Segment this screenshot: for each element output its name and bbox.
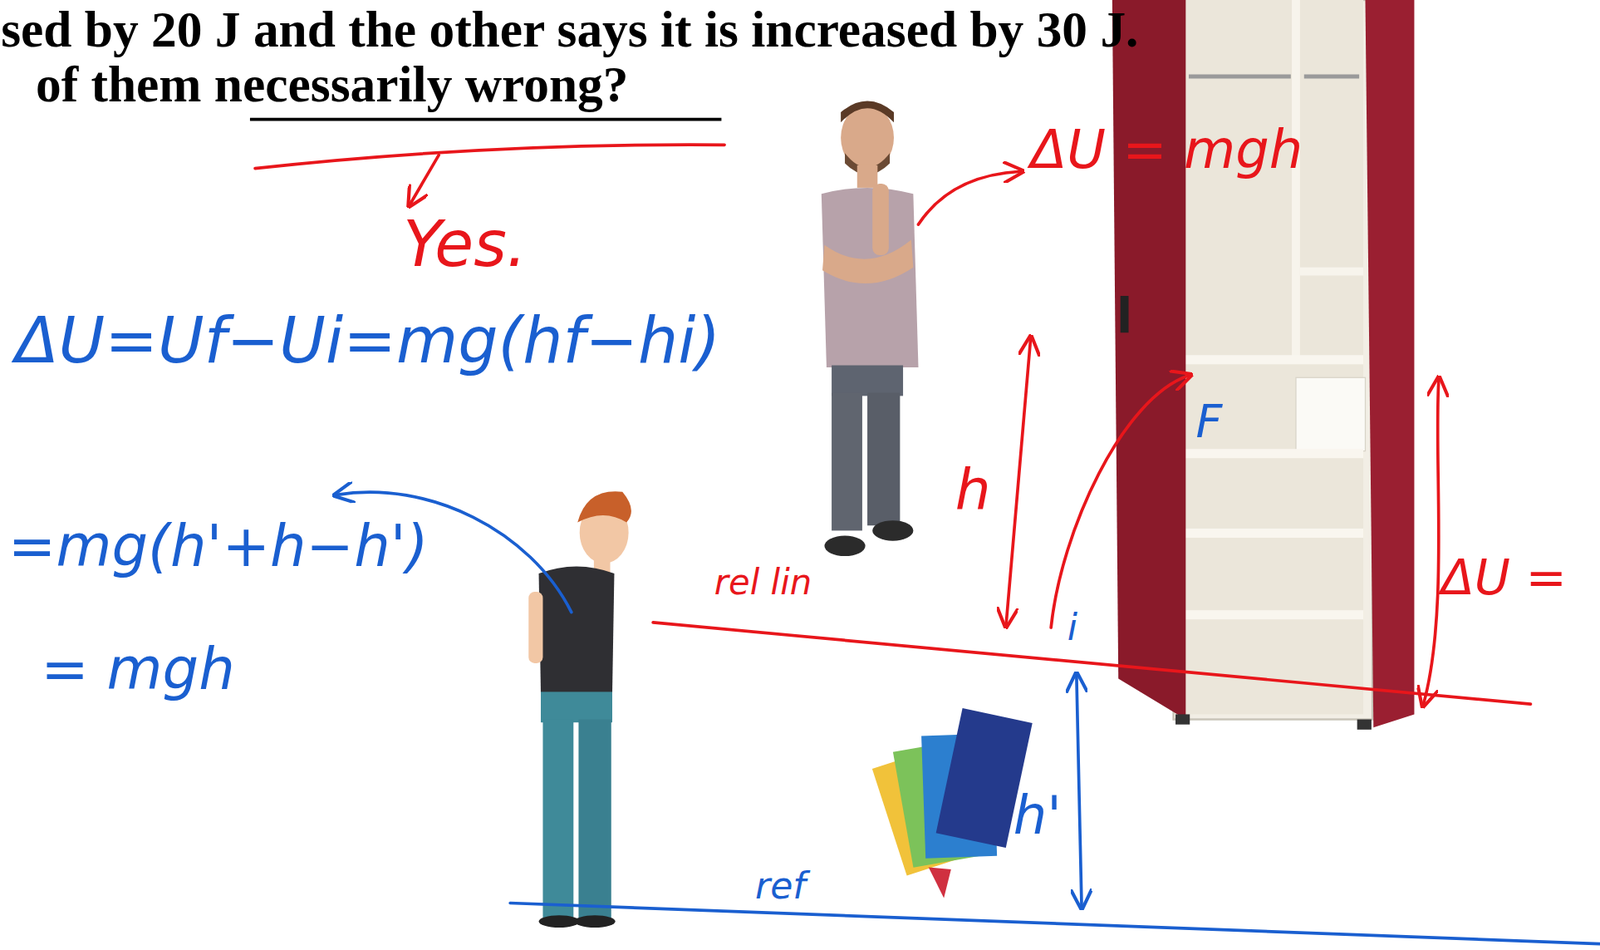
equation-note: ΔU=Uf−Ui=mg(hf−hi)	[14, 305, 721, 376]
books	[872, 707, 1033, 898]
equation-note: =mg(h'+h−h')	[8, 515, 429, 579]
height-label: h'	[1013, 785, 1062, 845]
equation-note: ΔU = mgh	[1030, 120, 1304, 179]
standing-man	[821, 101, 919, 557]
question-text: sed by 20 J and the other says it is inc…	[0, 1, 1139, 59]
reference-label: rel lin	[714, 563, 812, 602]
position-label: i	[1067, 607, 1078, 648]
equation-note: = mgh	[40, 638, 236, 702]
height-label: h	[955, 459, 992, 521]
reference-label: ref	[755, 865, 806, 907]
underline	[250, 117, 722, 122]
cabinet	[1112, 0, 1415, 730]
blue-annotations	[336, 491, 1600, 943]
answer-note: Yes.	[402, 209, 527, 280]
boy	[528, 490, 632, 928]
red-annotations	[255, 144, 1531, 704]
equation-note: ΔU =	[1440, 550, 1567, 605]
question-text: of them necessarily wrong?	[35, 56, 629, 113]
position-label: F	[1196, 396, 1223, 447]
